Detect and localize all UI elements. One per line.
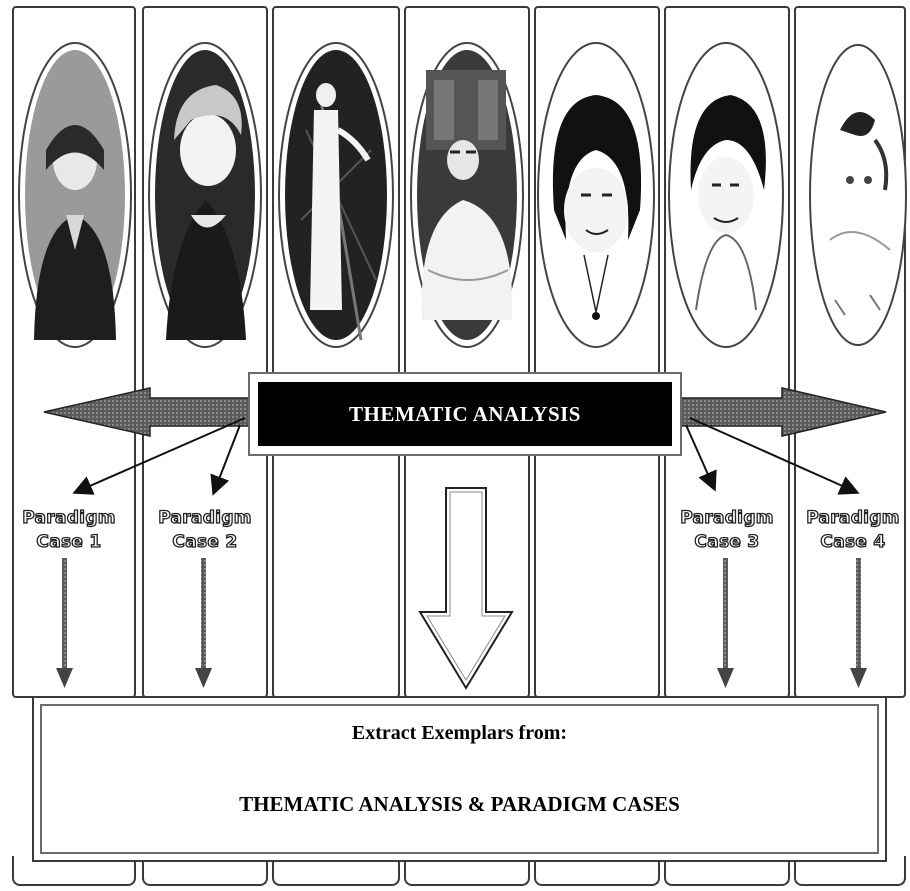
portrait-6 bbox=[666, 40, 786, 350]
paradigm-case-4-line1: Paradigm bbox=[798, 506, 908, 530]
paradigm-case-1-line1: Paradigm bbox=[14, 506, 124, 530]
portrait-1 bbox=[16, 40, 134, 350]
paradigm-case-4-line2: Case 4 bbox=[798, 530, 908, 554]
thematic-analysis-label: THEMATIC ANALYSIS bbox=[258, 382, 672, 446]
portrait-3 bbox=[276, 40, 396, 350]
paradigm-case-3-line1: Paradigm bbox=[672, 506, 782, 530]
thematic-analysis-box: THEMATIC ANALYSIS bbox=[248, 372, 682, 456]
paradigm-case-3: Paradigm Case 3 bbox=[672, 506, 782, 554]
exemplars-sources: THEMATIC ANALYSIS & PARADIGM CASES bbox=[34, 792, 885, 817]
portrait-4 bbox=[408, 40, 526, 350]
paradigm-case-1: Paradigm Case 1 bbox=[14, 506, 124, 554]
paradigm-case-2-line2: Case 2 bbox=[150, 530, 260, 554]
portrait-2 bbox=[146, 40, 264, 350]
paradigm-case-1-line2: Case 1 bbox=[14, 530, 124, 554]
exemplars-box: Extract Exemplars from: THEMATIC ANALYSI… bbox=[32, 696, 887, 862]
portrait-7 bbox=[800, 40, 906, 350]
paradigm-case-2: Paradigm Case 2 bbox=[150, 506, 260, 554]
paradigm-case-4: Paradigm Case 4 bbox=[798, 506, 908, 554]
paradigm-case-2-line1: Paradigm bbox=[150, 506, 260, 530]
paradigm-case-3-line2: Case 3 bbox=[672, 530, 782, 554]
exemplars-heading: Extract Exemplars from: bbox=[34, 722, 885, 745]
portrait-5 bbox=[536, 40, 656, 350]
